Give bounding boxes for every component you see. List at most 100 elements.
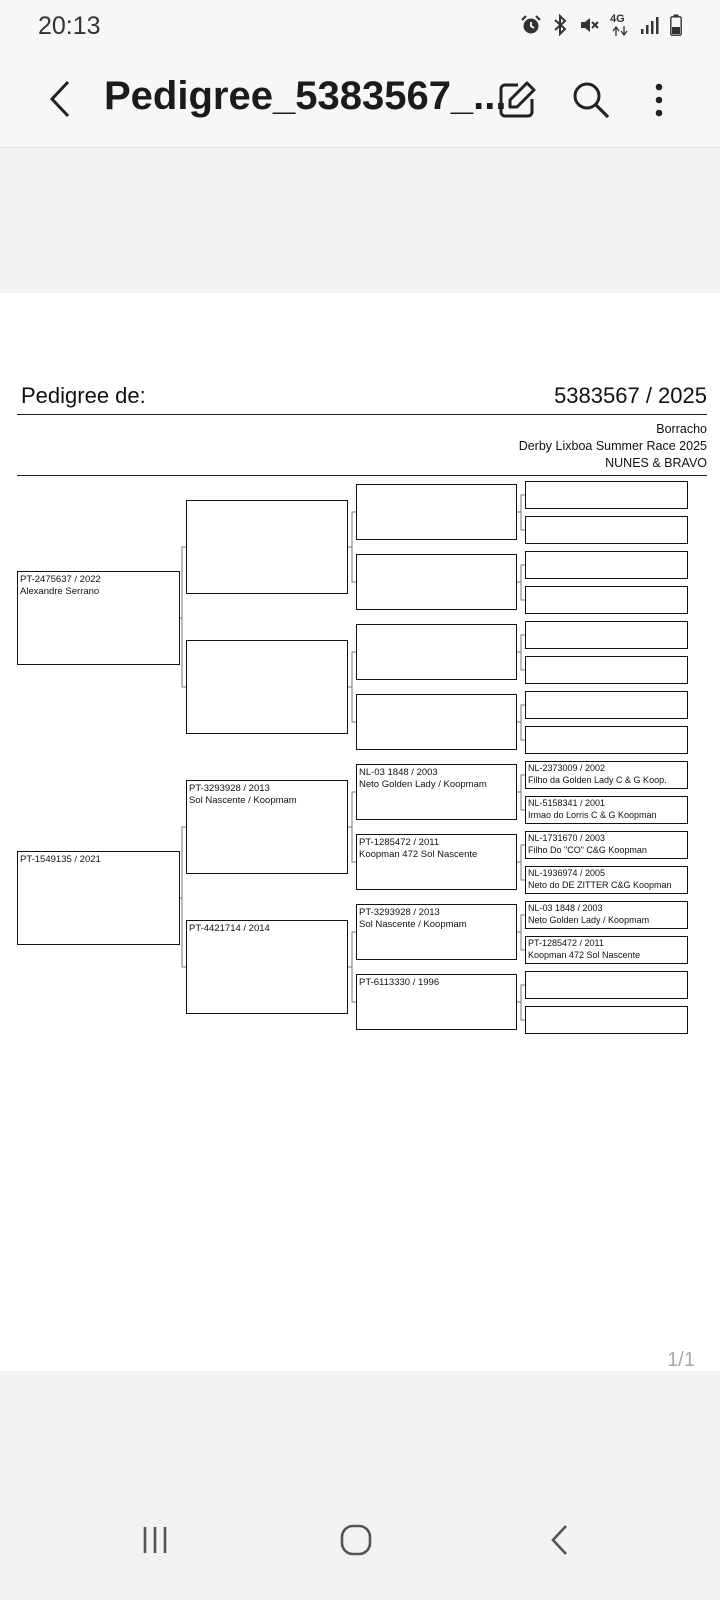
pedigree-heading-label: Pedigree de: [21, 383, 146, 408]
recent-apps-button[interactable] [125, 1515, 185, 1565]
pedigree-box-gen4-7 [525, 691, 688, 719]
connector-gen3-6 [517, 844, 525, 881]
edit-icon [499, 81, 536, 118]
document-page: Pedigree de: 5383567 / 2025 Borracho Der… [0, 293, 720, 1371]
bird-description: Sol Nascente / Koopmam [189, 795, 297, 806]
ring-number: NL-1731670 / 2003 [528, 833, 606, 843]
more-vert-icon [655, 83, 663, 117]
ring-number: PT-1285472 / 2011 [528, 938, 604, 948]
ring-number: NL-03 1848 / 2003 [528, 903, 603, 913]
bird-description: Alexandre Serrano [20, 586, 100, 597]
pedigree-box-gen4-6 [525, 656, 688, 684]
race-name: Derby Lixboa Summer Race 2025 [518, 439, 707, 453]
chevron-left-icon [49, 80, 70, 118]
connector-gen3-2 [517, 564, 525, 601]
pedigree-box-gen2-2 [186, 640, 348, 734]
bird-description: Koopman 472 Sol Nascente [528, 949, 641, 960]
signal-icon [641, 17, 659, 34]
navigation-bar [0, 1485, 720, 1600]
pedigree-box-gen1-2: PT-1549135 / 2021 [17, 851, 180, 945]
pedigree-box-gen2-4: PT-4421714 / 2014 [186, 920, 348, 1014]
back-arrow-icon [551, 1525, 567, 1555]
header-rule-top [17, 414, 707, 415]
pedigree-box-gen3-3 [356, 624, 517, 680]
pedigree-box-gen4-4 [525, 586, 688, 614]
ring-number: PT-3293928 / 2013 [359, 907, 440, 918]
pedigree-box-gen4-16 [525, 1006, 688, 1034]
recent-apps-icon [143, 1527, 167, 1553]
pedigree-box-gen4-1 [525, 481, 688, 509]
bird-description: Filho da Golden Lady C & G Koop. [528, 774, 667, 785]
back-button[interactable] [40, 75, 80, 123]
status-time: 20:13 [38, 12, 101, 40]
connector-gen3-3 [517, 634, 525, 671]
ring-number: NL-1936974 / 2005 [528, 868, 606, 878]
pedigree-box-gen3-1 [356, 484, 517, 540]
ring-number: PT-1549135 / 2021 [20, 854, 101, 865]
connector-gen3-7 [517, 914, 525, 951]
bird-description: Irmao do Lorris C & G Koopman [528, 809, 657, 820]
bluetooth-icon [554, 14, 567, 36]
connector-gen3-5 [517, 774, 525, 811]
alarm-icon [521, 15, 541, 34]
status-bar: 20:13 4G [0, 0, 720, 50]
connector-gen3-8 [517, 984, 525, 1021]
connector-gen2-4 [348, 931, 356, 1003]
pedigree-box-gen4-5 [525, 621, 688, 649]
more-options-button[interactable] [638, 79, 680, 121]
bird-description: Koopman 472 Sol Nascente [359, 849, 478, 860]
ring-number: NL-2373009 / 2002 [528, 763, 606, 773]
connector-gen3-1 [517, 494, 525, 531]
connector-gen2-2 [348, 651, 356, 723]
pedigree-box-gen4-8 [525, 726, 688, 754]
owner-name: NUNES & BRAVO [605, 456, 707, 470]
app-bar: Pedigree_5383567_... [0, 50, 720, 148]
home-button[interactable] [326, 1515, 386, 1565]
ring-number: PT-2475637 / 2022 [20, 574, 101, 585]
ring-number: PT-1285472 / 2011 [359, 837, 440, 848]
connector-gen2-1 [348, 511, 356, 583]
search-icon [573, 82, 610, 119]
ring-number: NL-03 1848 / 2003 [359, 767, 438, 778]
pedigree-box-gen3-4 [356, 694, 517, 750]
pedigree-box-gen4-2 [525, 516, 688, 544]
connector-gen3-4 [517, 704, 525, 741]
bird-description: Neto Golden Lady / Koopmam [359, 779, 487, 790]
data-arrows-icon [612, 26, 628, 36]
connector-gen2-3 [348, 791, 356, 863]
network-indicator: 4G [610, 13, 630, 37]
pedigree-box-gen3-8: PT-6113330 / 1996 [356, 974, 517, 1030]
ring-number: PT-6113330 / 1996 [359, 977, 440, 988]
nav-back-button[interactable] [530, 1515, 590, 1565]
pedigree-box-gen4-3 [525, 551, 688, 579]
mute-icon [581, 18, 599, 32]
search-button[interactable] [570, 79, 612, 121]
bird-name: Borracho [656, 422, 707, 436]
battery-icon [670, 14, 682, 36]
bird-description: Filho Do "CO" C&G Koopman [528, 844, 647, 855]
page-indicator: 1/1 [667, 1349, 695, 1371]
status-icons: 4G [520, 13, 682, 37]
home-icon [340, 1524, 372, 1556]
ring-number: PT-4421714 / 2014 [189, 923, 270, 934]
network-type: 4G [610, 13, 625, 25]
pedigree-box-gen2-1 [186, 500, 348, 594]
ring-number: NL-5158341 / 2001 [528, 798, 606, 808]
bird-description: Sol Nascente / Koopmam [359, 919, 467, 930]
ring-number: PT-3293928 / 2013 [189, 783, 270, 794]
bird-description: Neto Golden Lady / Koopmam [528, 914, 650, 925]
bird-description: Neto do DE ZITTER C&G Koopman [528, 879, 672, 890]
pedigree-box-gen4-15 [525, 971, 688, 999]
edit-button[interactable] [496, 79, 538, 121]
header-rule-bottom [17, 475, 707, 476]
document-title: Pedigree_5383567_... [104, 74, 507, 118]
